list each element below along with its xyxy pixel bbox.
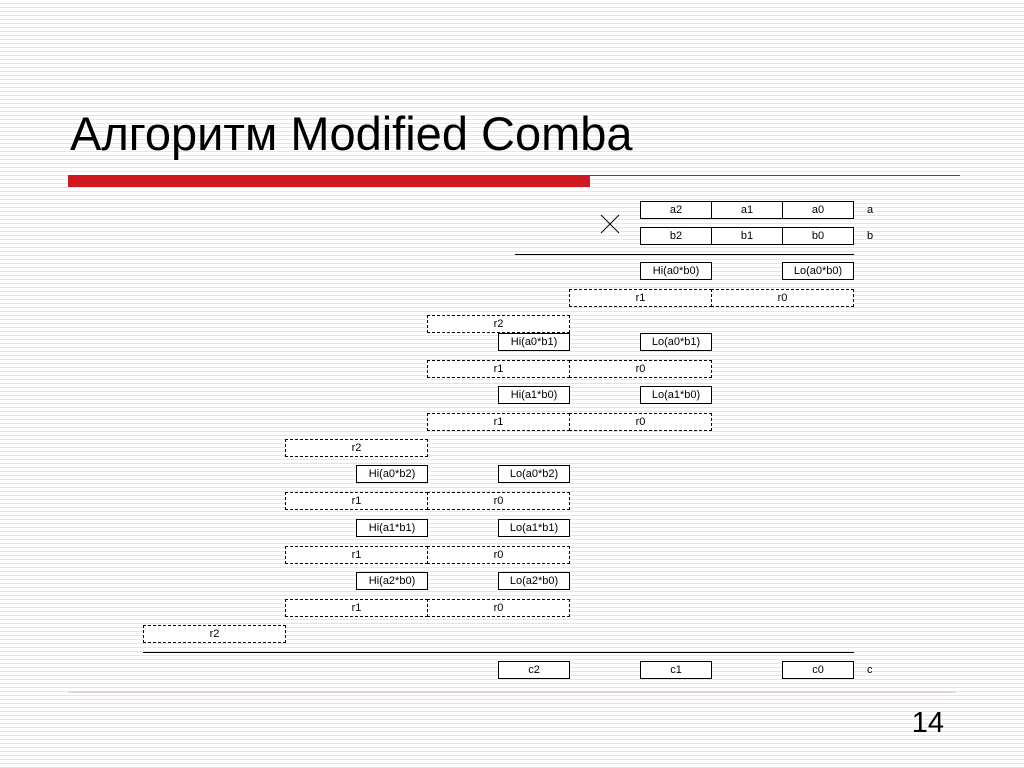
operand-b-label: b (867, 230, 874, 242)
register-r1: r1 (427, 360, 570, 378)
partial-product-lo-a0b2: Lo(a0*b2) (498, 465, 570, 483)
partial-product-hi-a1b1: Hi(a1*b1) (356, 519, 428, 537)
result-separator-line (143, 652, 854, 653)
partial-product-hi-a0b2: Hi(a0*b2) (356, 465, 428, 483)
register-r2: r2 (285, 439, 428, 457)
register-r0: r0 (711, 289, 854, 307)
register-r0: r0 (427, 492, 570, 510)
register-r0: r0 (569, 360, 712, 378)
register-r1: r1 (285, 599, 428, 617)
register-r0: r0 (569, 413, 712, 431)
slide-title: Алгоритм Modified Comba (70, 107, 633, 160)
register-r0: r0 (427, 599, 570, 617)
operand-a-cell-a1: a1 (711, 201, 783, 219)
multiply-icon (600, 214, 620, 234)
operand-b-cell-b0: b0 (782, 227, 854, 245)
title-accent-bar (68, 175, 590, 187)
partial-product-lo-a2b0: Lo(a2*b0) (498, 572, 570, 590)
partial-product-lo-a0b1: Lo(a0*b1) (640, 333, 712, 351)
partial-product-lo-a1b0: Lo(a1*b0) (640, 386, 712, 404)
register-r1: r1 (285, 492, 428, 510)
partial-product-hi-a2b0: Hi(a2*b0) (356, 572, 428, 590)
operand-a-label: a (867, 204, 874, 216)
result-label: c (867, 664, 873, 676)
register-r0: r0 (427, 546, 570, 564)
footer-divider (68, 691, 956, 693)
result-cell-c0: c0 (782, 661, 854, 679)
result-cell-c1: c1 (640, 661, 712, 679)
register-r1: r1 (427, 413, 570, 431)
partial-product-lo-a1b1: Lo(a1*b1) (498, 519, 570, 537)
register-r1: r1 (285, 546, 428, 564)
partial-product-hi-a0b0: Hi(a0*b0) (640, 262, 712, 280)
register-r2: r2 (427, 315, 570, 333)
title-accent-line (590, 175, 960, 176)
operand-b-cell-b1: b1 (711, 227, 783, 245)
partial-product-lo-a0b0: Lo(a0*b0) (782, 262, 854, 280)
register-r1: r1 (569, 289, 712, 307)
operand-b-cell-b2: b2 (640, 227, 712, 245)
register-r2: r2 (143, 625, 286, 643)
partial-product-hi-a1b0: Hi(a1*b0) (498, 386, 570, 404)
page-number: 14 (911, 707, 944, 739)
operand-a-cell-a0: a0 (782, 201, 854, 219)
operand-a-cell-a2: a2 (640, 201, 712, 219)
result-cell-c2: c2 (498, 661, 570, 679)
operand-separator-line (515, 254, 854, 255)
partial-product-hi-a0b1: Hi(a0*b1) (498, 333, 570, 351)
